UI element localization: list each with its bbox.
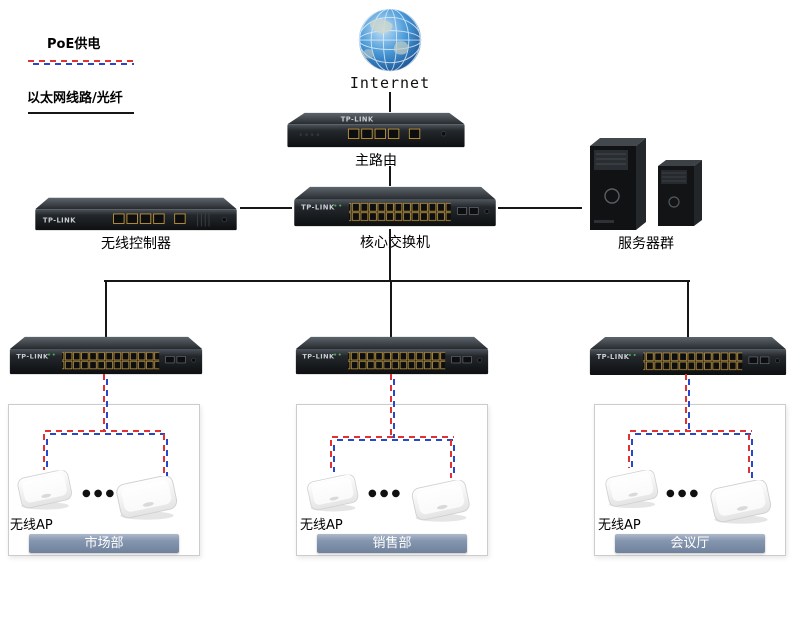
poe-center-drop-1 xyxy=(330,440,335,472)
legend-poe-line xyxy=(28,60,134,65)
link-coreswitch-down xyxy=(389,229,391,282)
poe-center-drop-2 xyxy=(450,440,455,478)
wireless-ap-icon xyxy=(302,474,364,514)
zone-title-conference: 会议厅 xyxy=(615,534,765,553)
wireless-controller-device xyxy=(32,192,240,234)
wireless-controller-label: 无线控制器 xyxy=(101,236,171,252)
ap-ellipsis: ●●● xyxy=(666,488,702,499)
link-drop-right xyxy=(687,280,689,338)
link-distribution-bus xyxy=(104,280,690,282)
ap-ellipsis: ●●● xyxy=(368,488,404,499)
legend-poe-label: PoE供电 xyxy=(47,37,101,52)
poe-left-drop-2 xyxy=(163,434,168,476)
link-drop-left xyxy=(105,280,107,338)
link-router-coreswitch xyxy=(389,166,391,186)
main-router-label: 主路由 xyxy=(355,153,397,169)
poe-right-drop-1 xyxy=(628,434,633,468)
core-switch-device xyxy=(292,184,498,229)
poe-left-drop-1 xyxy=(43,434,48,470)
poe-left-branch xyxy=(45,430,165,435)
core-switch-label: 核心交换机 xyxy=(360,235,430,251)
poe-right-trunk xyxy=(685,374,690,432)
access-switch-center xyxy=(294,334,490,377)
wireless-ap-label: 无线AP xyxy=(300,518,343,533)
wireless-ap-icon xyxy=(600,470,664,510)
server-group-label: 服务器群 xyxy=(618,236,674,252)
wireless-ap-icon xyxy=(110,476,184,522)
poe-center-trunk xyxy=(390,374,395,438)
legend-ethernet-line xyxy=(28,112,134,114)
legend-ethernet-label: 以太网线路/光纤 xyxy=(27,91,123,106)
internet-label: Internet xyxy=(349,74,431,92)
zone-title-sales: 销售部 xyxy=(317,534,467,553)
poe-right-branch xyxy=(630,430,752,435)
poe-left-trunk xyxy=(103,374,108,432)
wireless-ap-icon xyxy=(704,480,778,526)
link-coreswitch-servers xyxy=(498,207,582,209)
wireless-ap-label: 无线AP xyxy=(10,518,53,533)
ap-ellipsis: ●●● xyxy=(82,488,118,499)
wireless-ap-label: 无线AP xyxy=(598,518,641,533)
internet-globe-icon xyxy=(352,8,428,74)
wireless-ap-icon xyxy=(406,480,476,524)
link-controller-coreswitch xyxy=(240,207,292,209)
wireless-ap-icon xyxy=(12,470,78,512)
poe-right-drop-2 xyxy=(748,434,753,478)
server-group-device xyxy=(580,132,712,232)
access-switch-right xyxy=(588,334,788,378)
link-drop-center xyxy=(390,280,392,338)
zone-title-marketing: 市场部 xyxy=(29,534,179,553)
link-internet-router xyxy=(389,92,391,112)
access-switch-left xyxy=(8,334,204,377)
poe-center-branch xyxy=(332,436,454,441)
main-router-device xyxy=(285,110,467,150)
